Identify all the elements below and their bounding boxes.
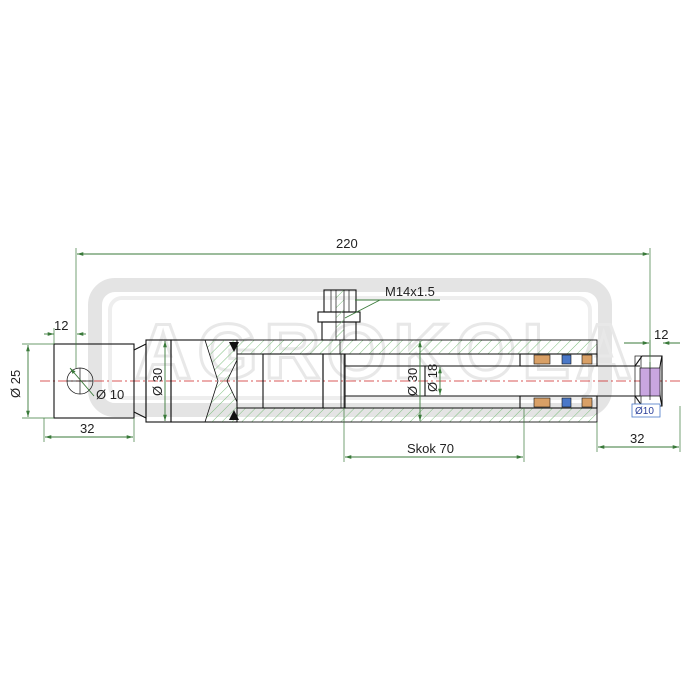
body-diameter-label: Ø 30: [150, 368, 165, 396]
right-eye-length-dimension: 32: [596, 406, 681, 452]
body-diameter-dimension: Ø 30: [150, 341, 167, 421]
piston: [262, 353, 346, 409]
seal-blue-top: [561, 354, 572, 365]
right-eye-length-label: 32: [630, 431, 644, 446]
stroke-label: Skok 70: [407, 441, 454, 456]
right-pin-diameter-label: Ø10: [635, 406, 654, 417]
right-eye: Ø10: [631, 355, 663, 418]
thread-label: M14x1.5: [385, 284, 435, 299]
bore-diameter-label: Ø 30: [405, 368, 420, 396]
left-offset-label: 12: [54, 318, 68, 333]
seal-blue-bottom: [561, 397, 572, 408]
right-offset-label: 12: [654, 327, 668, 342]
left-eye-length-label: 32: [80, 421, 94, 436]
left-diameter-dimension: Ø 25: [8, 343, 54, 419]
seal-wiper-bottom: [581, 397, 593, 408]
overall-length-label: 220: [336, 236, 358, 251]
left-eye-length-dimension: 32: [43, 418, 135, 442]
rod-diameter-label: Ø 18: [425, 364, 440, 392]
left-diameter-label: Ø 25: [8, 370, 23, 398]
overall-length-dimension: 220: [75, 236, 651, 368]
seal-orange-bottom: [533, 397, 551, 408]
left-offset-dimension: 12: [44, 318, 86, 344]
bore-diameter-dimension: Ø 30: [405, 341, 422, 421]
seal-wiper-top: [581, 354, 593, 365]
left-pin-dimension: Ø 10: [69, 367, 124, 402]
thread-callout: M14x1.5: [344, 284, 440, 319]
gland: [519, 353, 598, 409]
right-offset-dimension: 12: [624, 327, 680, 356]
stroke-dimension: Skok 70: [343, 408, 525, 462]
seal-orange-top: [533, 354, 551, 365]
left-pin-label: Ø 10: [96, 387, 124, 402]
cylinder-base: [145, 339, 239, 423]
rod-diameter-dimension: Ø 18: [425, 364, 442, 395]
